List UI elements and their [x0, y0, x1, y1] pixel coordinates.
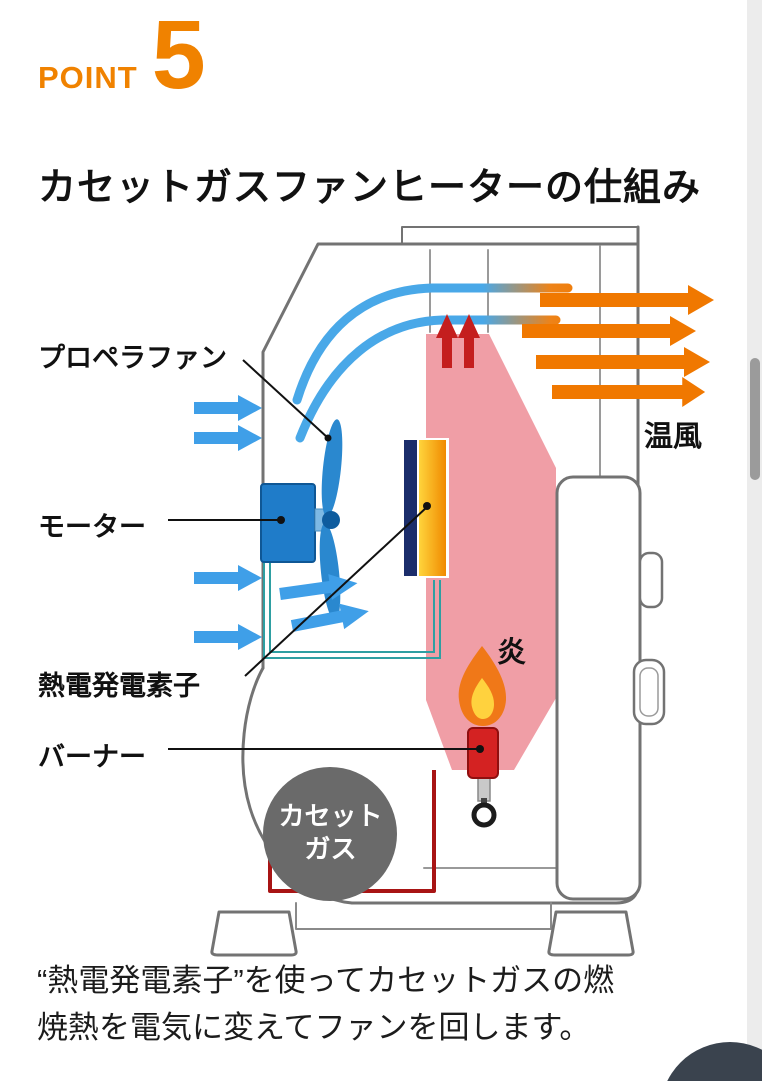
wiring	[263, 562, 441, 659]
caption-line2: 焼熱を電気に変えてファンを回します。	[37, 1009, 591, 1045]
label-warm-air: 温風	[644, 421, 703, 453]
label-thermo-element: 熱電発電素子	[38, 671, 200, 701]
caption: “熱電発電素子”を使ってカセットガスの燃 焼熱を電気に変えてファンを回します。	[37, 958, 614, 1051]
label-burner: バーナー	[38, 742, 146, 772]
scrollbar-track	[747, 0, 762, 1081]
air-duct	[292, 283, 573, 443]
point-number: 5	[151, 0, 206, 109]
motor-graphic	[260, 483, 330, 563]
label-cassette-gas-line2: ガス	[304, 833, 357, 864]
label-motor: モーター	[38, 512, 146, 542]
thermo-element-graphic	[402, 438, 449, 578]
pointer-lines	[168, 359, 484, 753]
caption-line1: “熱電発電素子”を使ってカセットガスの燃	[37, 963, 615, 998]
label-flame: 炎	[497, 637, 527, 669]
point-label: POINT	[38, 60, 138, 95]
point-header: POINT 5	[38, 6, 206, 103]
warm-air-arrows	[522, 285, 714, 407]
gas-can-graphic	[263, 767, 397, 901]
burner-graphic	[467, 727, 499, 828]
page-title: カセットガスファンヒーターの仕組み	[38, 167, 702, 210]
scrollbar-thumb[interactable]	[750, 358, 760, 480]
front-panel	[555, 475, 666, 901]
label-cassette-gas: カセット ガス	[258, 800, 403, 865]
combustion-chamber	[426, 334, 556, 770]
label-cassette-gas-line1: カセット	[278, 801, 383, 831]
label-propeller-fan: プロペラファン	[38, 343, 227, 373]
flame-graphic	[458, 646, 507, 726]
